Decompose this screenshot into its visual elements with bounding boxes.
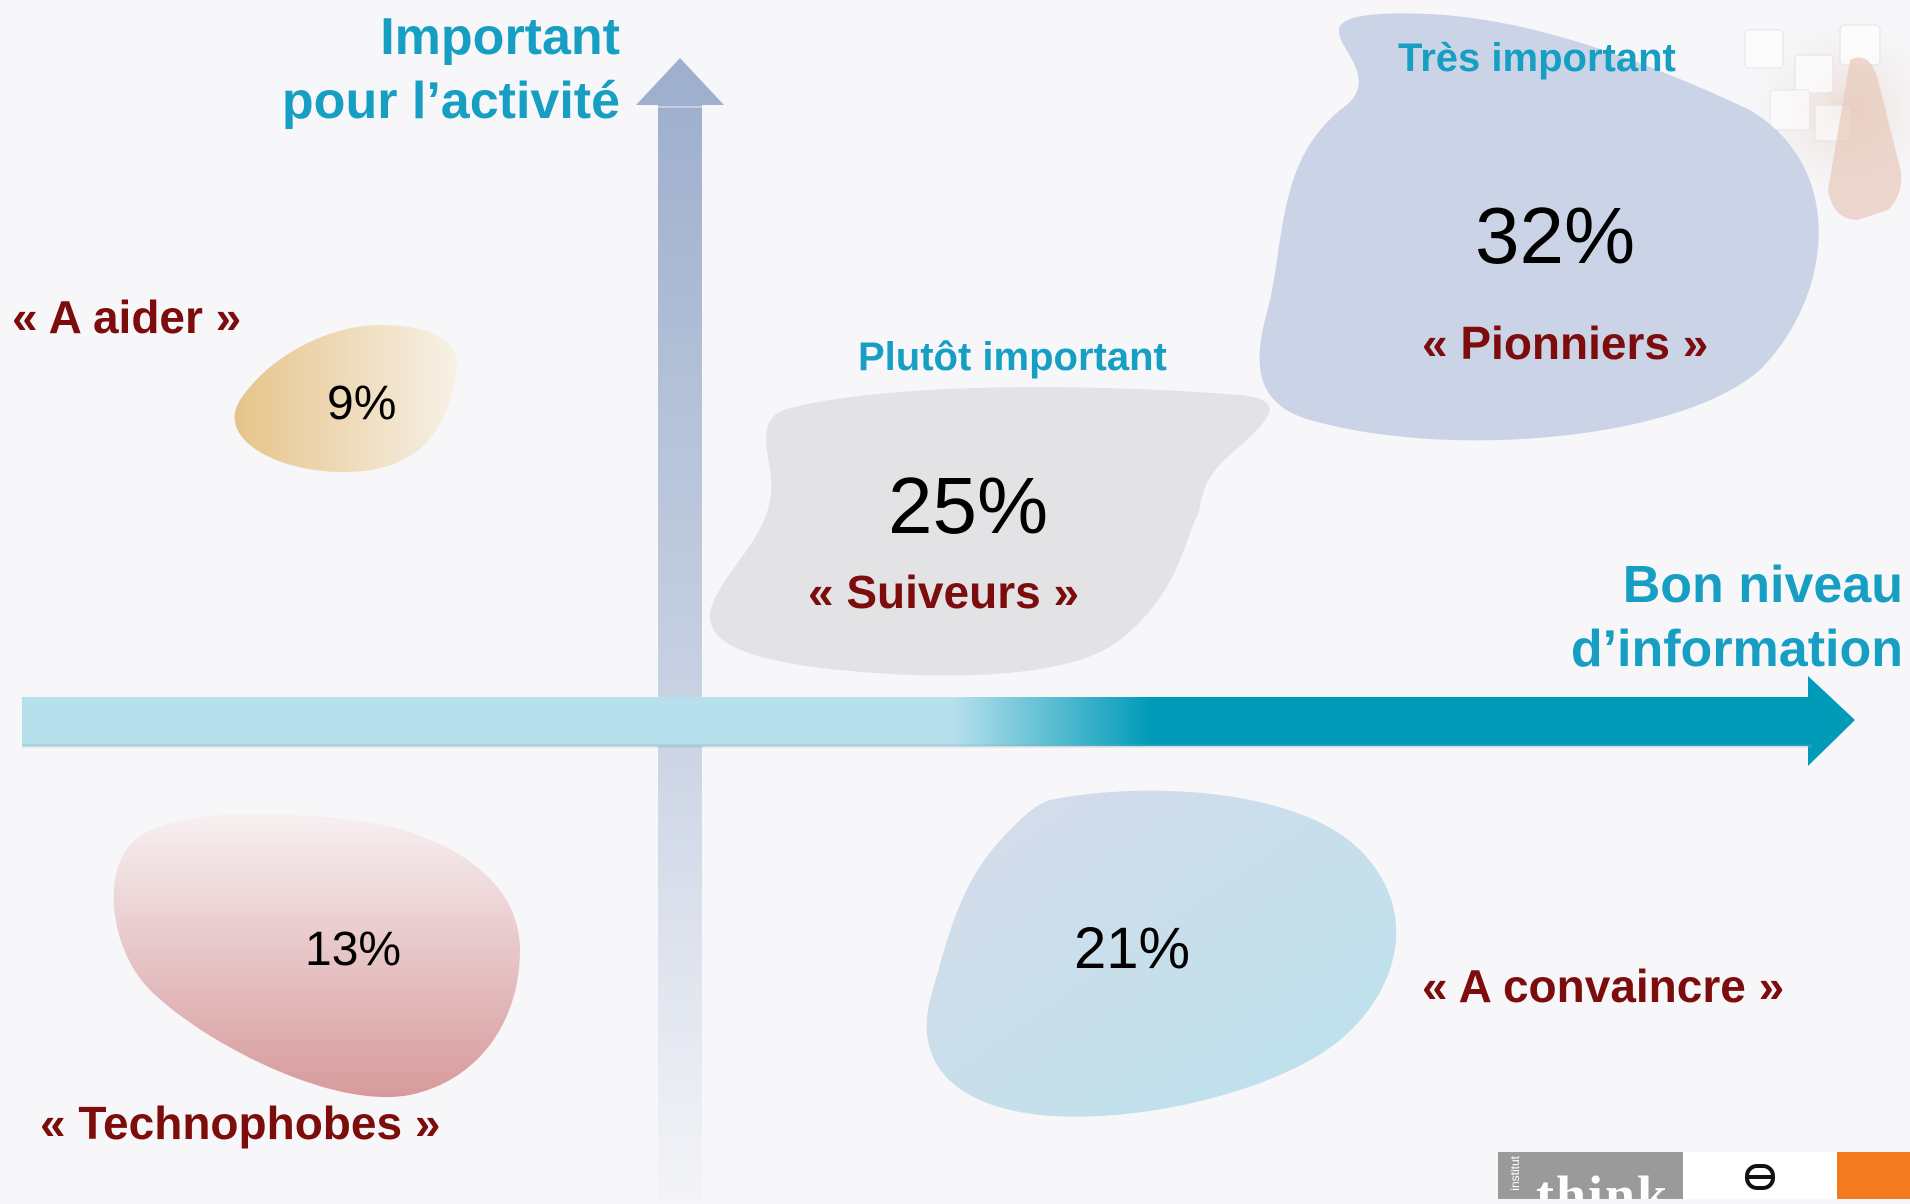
- pioneers-blob: [1259, 13, 1819, 441]
- horizontal-axis-label: Bon niveau d’information: [1500, 553, 1903, 681]
- vertical-axis-label-line2: pour l’activité: [281, 72, 620, 130]
- to-convince-blob: [926, 790, 1397, 1117]
- vertical-axis-arrow: [636, 58, 724, 1199]
- technophobes-percent: 13%: [305, 923, 402, 976]
- vertical-axis-label: Important pour l’activité: [260, 5, 620, 133]
- to-convince-label: « A convaincre »: [1422, 960, 1785, 1012]
- horizontal-axis-label-line2: d’information: [1570, 620, 1903, 678]
- orange-logo-block: [1837, 1152, 1910, 1199]
- level-very-important: Très important: [1398, 36, 1676, 80]
- horizontal-axis-label-line1: Bon niveau: [1622, 556, 1903, 614]
- to-help-blob: [234, 325, 458, 473]
- think-logo-text: think: [1536, 1165, 1670, 1199]
- horizontal-axis-arrow: [22, 676, 1855, 766]
- technophobes-label: « Technophobes »: [40, 1097, 441, 1149]
- pioneers-label: « Pionniers »: [1422, 317, 1709, 369]
- to-help-percent: 9%: [327, 377, 397, 430]
- pioneers-percent: 32%: [1475, 191, 1636, 280]
- to-help-label: « A aider »: [12, 291, 242, 343]
- think-logo: institut think: [1498, 1152, 1683, 1199]
- technophobes-blob: [113, 814, 520, 1098]
- partner-logo-icon: [1745, 1164, 1775, 1190]
- think-logo-sub: institut: [1508, 1156, 1522, 1191]
- partner-logo: [1683, 1152, 1837, 1199]
- followers-percent: 25%: [888, 461, 1049, 550]
- followers-label: « Suiveurs »: [808, 566, 1080, 618]
- level-rather-important: Plutôt important: [858, 335, 1167, 379]
- followers-blob: [709, 387, 1270, 676]
- vertical-axis-label-line1: Important: [380, 8, 620, 66]
- to-convince-percent: 21%: [1074, 916, 1191, 981]
